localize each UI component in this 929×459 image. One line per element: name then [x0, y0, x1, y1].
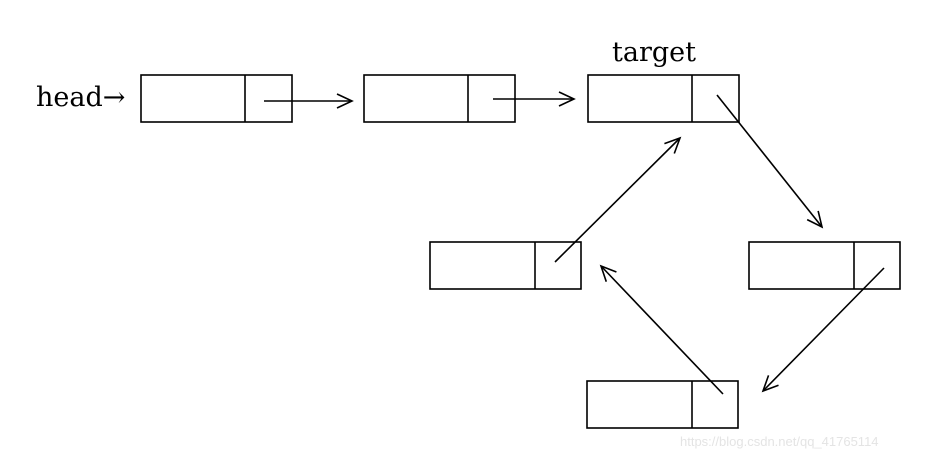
- watermark-url: https://blog.csdn.net/qq_41765114: [680, 434, 879, 449]
- node-5-box: [586, 380, 739, 429]
- node-6-box: [429, 241, 582, 290]
- pointer-arrow-5-to-6: [599, 264, 724, 395]
- node-4-box: [748, 241, 901, 290]
- list-node-6: [429, 241, 582, 290]
- list-node-1: [140, 74, 293, 123]
- target-node-box: [587, 74, 740, 123]
- pointer-arrow-4-to-5: [761, 267, 885, 393]
- pointer-arrow-target-to-4: [716, 94, 824, 229]
- head-label: head→: [36, 82, 125, 113]
- target-label: target: [612, 37, 696, 68]
- pointer-arrow-6-to-target: [554, 136, 682, 263]
- list-node-5: [586, 380, 739, 429]
- head-label-text: head: [36, 82, 103, 113]
- list-node-2: [363, 74, 516, 123]
- node-2-box: [363, 74, 516, 123]
- node-1-box: [140, 74, 293, 123]
- list-node-target: [587, 74, 740, 123]
- head-arrow-glyph: →: [103, 82, 126, 113]
- list-node-4: [748, 241, 901, 290]
